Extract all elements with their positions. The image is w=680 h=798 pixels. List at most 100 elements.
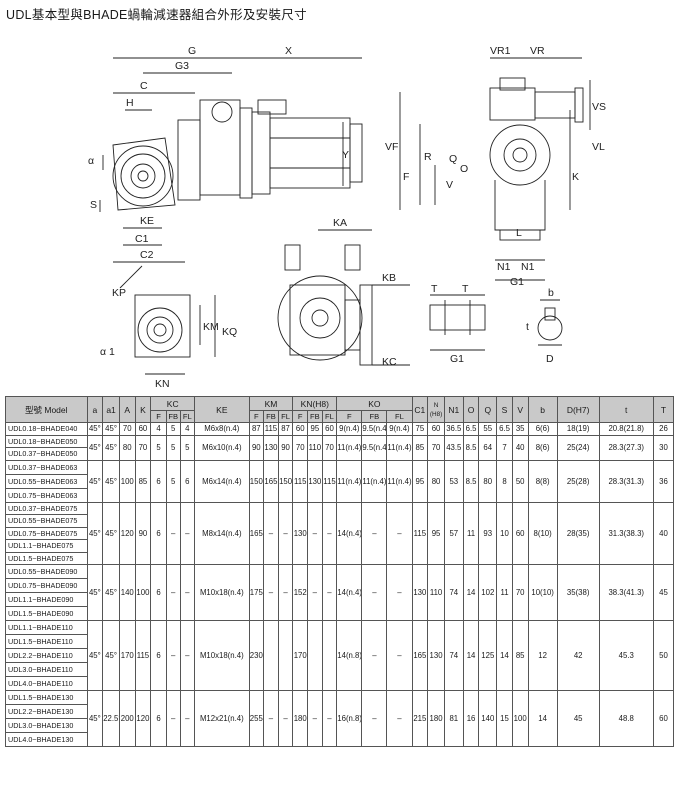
cell-o: 6.5 bbox=[462, 422, 480, 436]
cell-d: 25(28) bbox=[556, 459, 600, 503]
cell-km-1: 130 bbox=[263, 434, 279, 461]
front-view bbox=[399, 57, 591, 281]
cell-a1: 45° bbox=[102, 422, 120, 436]
th-N: N (H8) bbox=[427, 396, 445, 423]
model-cell: UDL1.5~BHADE075 bbox=[5, 551, 88, 565]
dim-O: O bbox=[460, 163, 468, 175]
cell-d: 42 bbox=[556, 620, 600, 691]
cell-c1: 115 bbox=[411, 501, 429, 565]
cell-d: 45 bbox=[556, 690, 600, 747]
cell-t: 40 bbox=[652, 501, 675, 565]
model-cell: UDL1.5~BHADE090 bbox=[5, 606, 88, 621]
th-KO: KO bbox=[336, 396, 413, 411]
cell-a1: 45° bbox=[102, 459, 120, 503]
cell-kn-2: – bbox=[321, 564, 338, 621]
cell-b: 8(10) bbox=[527, 501, 558, 565]
th-model: 型號 Model bbox=[5, 396, 88, 423]
th-D: D(H7) bbox=[556, 396, 600, 423]
cell-c1: 165 bbox=[411, 620, 429, 691]
model-cell: UDL1.1~BHADE090 bbox=[5, 592, 88, 607]
dim-G1-shaft: G1 bbox=[450, 353, 464, 365]
cell-kn-1: – bbox=[307, 501, 323, 565]
cell-a1: 45° bbox=[102, 620, 120, 691]
cell-kn-2: 70 bbox=[321, 434, 338, 461]
cell-a: 45° bbox=[86, 434, 104, 461]
dim-N1-right: N1 bbox=[521, 261, 535, 273]
cell-km-1: – bbox=[263, 690, 279, 747]
cell-km-0: 165 bbox=[248, 501, 265, 565]
dim-G1: G1 bbox=[510, 276, 524, 288]
cell-n1: 43.5 bbox=[443, 434, 464, 461]
dim-C1: C1 bbox=[135, 233, 149, 245]
section-view bbox=[277, 229, 410, 366]
cell-v: 35 bbox=[511, 422, 529, 436]
table-row: UDL0.75~BHADE063 bbox=[5, 487, 674, 503]
cell-t: 45 bbox=[652, 564, 675, 621]
cell-k: 70 bbox=[134, 434, 152, 461]
model-cell: UDL0.75~BHADE063 bbox=[5, 487, 88, 503]
cell-kc-2: – bbox=[179, 501, 196, 565]
cell-q: 55 bbox=[478, 422, 498, 436]
model-cell: UDL0.75~BHADE075 bbox=[5, 526, 88, 540]
dimension-drawing: G X G3 C H α S KE C1 C2 Y VR1 VR VS VF V… bbox=[88, 45, 606, 390]
cell-a: 45° bbox=[86, 564, 104, 621]
cell-ko-2: 11(n.4) bbox=[386, 459, 413, 503]
cell-k: 120 bbox=[134, 690, 152, 747]
th-KC: KC bbox=[150, 396, 196, 411]
cell-k: 100 bbox=[134, 564, 152, 621]
model-cell: UDL0.37~BHADE063 bbox=[5, 459, 88, 475]
dim-R: R bbox=[424, 151, 432, 163]
dimension-table-wrapper: 型號 Model a a1 A K KC KE KM KN(H8) KO C1 … bbox=[5, 396, 675, 747]
cell-q: 64 bbox=[478, 434, 498, 461]
th-KE: KE bbox=[194, 396, 250, 423]
cell-a: 170 bbox=[118, 620, 136, 691]
cell-kn-2: – bbox=[321, 690, 338, 747]
cell-kn-0: 152 bbox=[292, 564, 309, 621]
cell-n1: 53 bbox=[443, 459, 464, 503]
cell-kc-2: 5 bbox=[179, 434, 196, 461]
model-cell: UDL2.2~BHADE110 bbox=[5, 648, 88, 663]
th-ko-F: F bbox=[336, 410, 363, 423]
cell-q: 80 bbox=[478, 459, 498, 503]
dim-VF: VF bbox=[385, 141, 398, 153]
cell-kn-1: 95 bbox=[307, 422, 323, 436]
model-cell: UDL1.1~BHADE075 bbox=[5, 539, 88, 553]
cell-v: 85 bbox=[511, 620, 529, 691]
cell-t: 38.3(41.3) bbox=[598, 564, 654, 621]
cell-kn-0: 115 bbox=[292, 459, 309, 503]
cell-km-2: – bbox=[277, 690, 294, 747]
cell-d: 28(35) bbox=[556, 501, 600, 565]
cell-b: 12 bbox=[527, 620, 558, 691]
cell-q: 102 bbox=[478, 564, 498, 621]
cell-ko-0: 16(n.8) bbox=[336, 690, 363, 747]
cell-k: 90 bbox=[134, 501, 152, 565]
dim-VL: VL bbox=[592, 141, 605, 153]
th-S: S bbox=[496, 396, 513, 423]
cell-kc-2: – bbox=[179, 564, 196, 621]
cell-b: 14 bbox=[527, 690, 558, 747]
cell-b: 8(8) bbox=[527, 459, 558, 503]
cell-km-1 bbox=[263, 620, 279, 691]
cell-km-0: 230 bbox=[248, 620, 265, 691]
cell-kc-0: 6 bbox=[150, 620, 167, 691]
cell-a: 45° bbox=[86, 690, 104, 747]
cell-kn-2 bbox=[321, 620, 338, 691]
cell-kc-1: 5 bbox=[165, 434, 181, 461]
dim-VR1: VR1 bbox=[490, 45, 511, 57]
cell-t: 50 bbox=[652, 620, 675, 691]
model-cell: UDL4.0~BHADE130 bbox=[5, 732, 88, 747]
cell-t: 60 bbox=[652, 690, 675, 747]
dim-F: F bbox=[403, 171, 409, 183]
dim-V: V bbox=[446, 179, 453, 191]
cell-km-0: 90 bbox=[248, 434, 265, 461]
cell-kc-0: 6 bbox=[150, 564, 167, 621]
cell-d: 18(19) bbox=[556, 422, 600, 436]
cell-s: 10 bbox=[496, 501, 513, 565]
model-cell: UDL0.37~BHADE075 bbox=[5, 501, 88, 515]
th-kc-F: F bbox=[150, 410, 167, 423]
cell-kn-0: 130 bbox=[292, 501, 309, 565]
model-cell: UDL2.2~BHADE130 bbox=[5, 704, 88, 719]
dim-H: H bbox=[126, 97, 134, 109]
